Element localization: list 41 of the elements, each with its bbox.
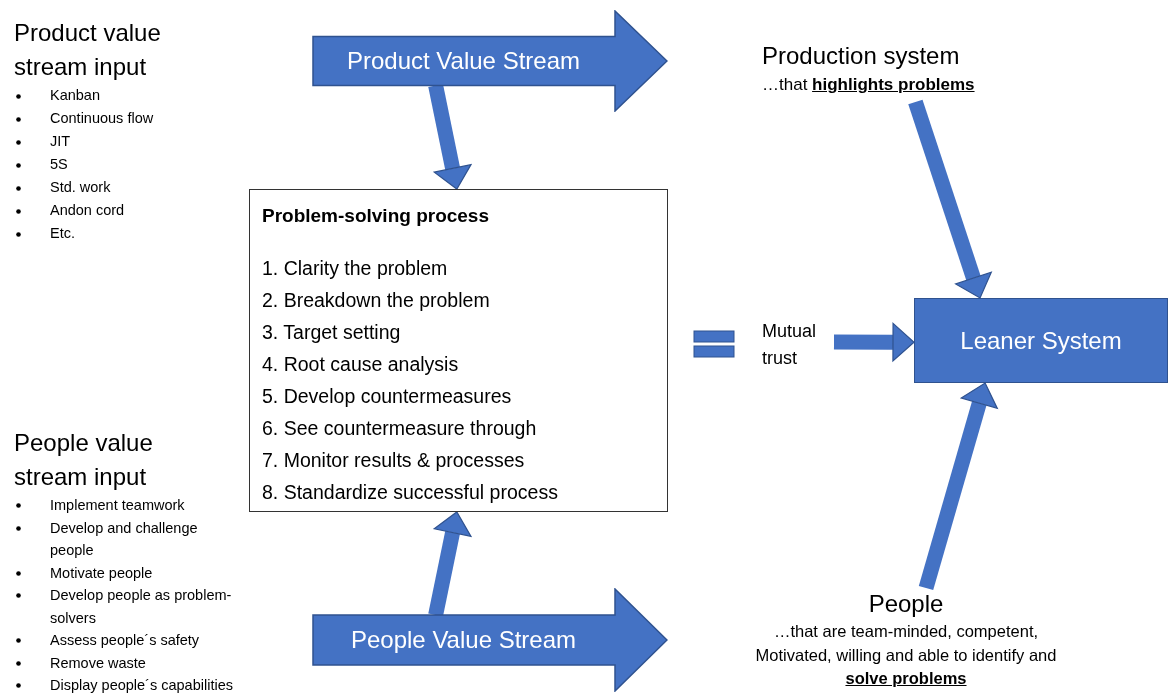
- list-item: 5. Develop countermeasures: [262, 384, 512, 407]
- list-item: 8. Standardize successful process: [262, 480, 558, 503]
- section-heading: People value stream input: [14, 428, 154, 492]
- block-arrow-connector: [833, 322, 915, 362]
- block-arrow-connector: [918, 382, 998, 591]
- list-item: Motivate people: [50, 563, 154, 583]
- block-arrow: [312, 588, 668, 692]
- list-item: 2. Breakdown the problem: [262, 288, 490, 311]
- list-item: Assess people´s safety: [50, 631, 201, 650]
- list-item: 4. Root cause analysis: [262, 352, 459, 375]
- box-title: Problem-solving process: [262, 205, 489, 226]
- node-heading: People: [868, 589, 944, 619]
- list-item: Etc.: [50, 224, 76, 243]
- list-item: 3. Target setting: [262, 320, 401, 343]
- block-arrow-connector: [428, 511, 472, 617]
- arrow-label: Product Value Stream: [347, 46, 580, 76]
- list-item: Andon cord: [50, 201, 126, 220]
- node-text: Mutual trust: [762, 320, 818, 370]
- list-item: 6. See countermeasure through: [262, 416, 537, 439]
- list-item: Std. work: [50, 178, 112, 197]
- block-arrow-connector: [908, 99, 992, 299]
- list-item: 5S: [50, 155, 69, 174]
- process-box: [249, 189, 668, 512]
- node-text: …that are team-minded, competent, Motivated, willing and able to identify and solve problems: [754, 621, 1058, 689]
- node-text: …that highlights problems: [762, 75, 975, 94]
- block-arrow: [312, 10, 668, 112]
- list-item: Continuous flow: [50, 109, 155, 128]
- list-item: Implement teamwork: [50, 496, 186, 515]
- section-heading: Product value stream input: [14, 18, 162, 82]
- list-item: Remove waste: [50, 653, 147, 673]
- list-item: Display people´s capabilities: [50, 676, 234, 695]
- box-label: Leaner System: [960, 325, 1122, 356]
- list-item: 1. Clarity the problem: [262, 256, 448, 279]
- list-item: Develop people as problem-solvers: [50, 586, 233, 628]
- system-box: [914, 298, 1168, 383]
- list-item: JIT: [50, 132, 72, 151]
- list-item: Kanban: [50, 86, 101, 105]
- arrow-label: People Value Stream: [351, 625, 576, 655]
- list-item: 7. Monitor results & processes: [262, 448, 525, 471]
- list-item: Develop and challenge people: [50, 518, 199, 560]
- node-heading: Production system: [762, 42, 960, 69]
